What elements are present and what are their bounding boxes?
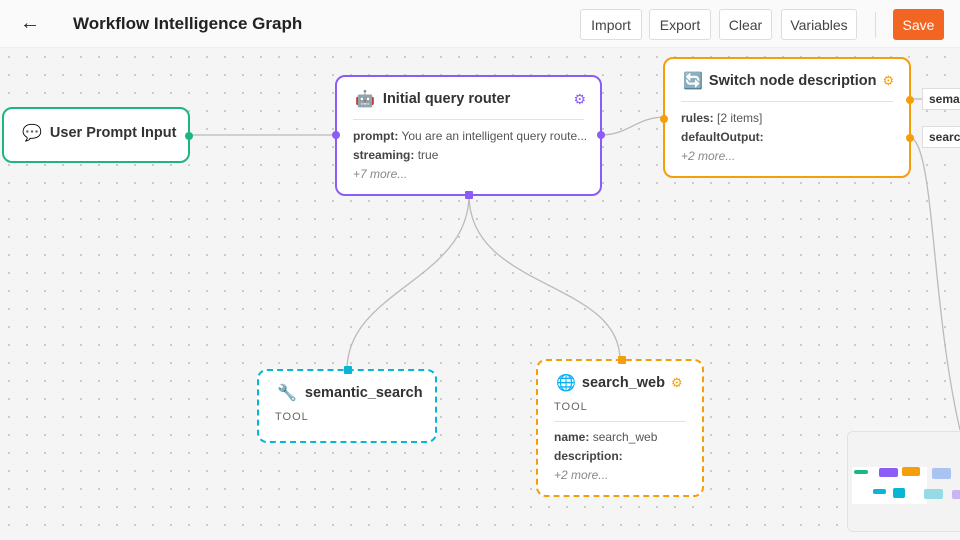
param-rules: rules: [2 items] (681, 111, 763, 125)
output-handle[interactable] (597, 131, 605, 139)
minimap-node (952, 490, 960, 499)
page-title: Workflow Intelligence Graph (73, 14, 303, 33)
param-description: description: (554, 449, 623, 463)
node-title: search_web (581, 375, 665, 391)
param-prompt: prompt: You are an intelligent query rou… (353, 129, 588, 143)
speech-bubble-icon: 💬 (22, 125, 42, 142)
gear-icon[interactable]: ⚙ (882, 73, 895, 88)
param-default-output: defaultOutput: (681, 130, 764, 144)
edge-router-switch (599, 116, 667, 136)
more-params[interactable]: +2 more... (554, 468, 609, 482)
minimap-node (924, 489, 943, 499)
gear-icon[interactable]: ⚙ (670, 375, 683, 390)
node-search-web[interactable]: 🌐 search_web ⚙ TOOL name: search_web des… (536, 356, 704, 497)
minimap-node (879, 468, 898, 477)
node-initial-query-router[interactable]: 🤖 Initial query router ⚙ prompt: You are… (332, 75, 605, 199)
output-handle[interactable] (185, 132, 193, 140)
robot-icon: 🤖 (355, 91, 375, 108)
input-handle[interactable] (344, 366, 352, 374)
minimap-node (893, 488, 905, 498)
node-type-tag: TOOL (275, 411, 309, 423)
import-button[interactable]: Import (580, 9, 642, 40)
variables-button[interactable]: Variables (781, 9, 857, 40)
toolbar: ← Workflow Intelligence Graph Import Exp… (0, 0, 960, 48)
edge-router-web (468, 194, 621, 361)
export-button[interactable]: Export (649, 9, 711, 40)
node-title: Initial query router (382, 91, 511, 107)
globe-icon: 🌐 (556, 375, 576, 392)
node-title: semantic_search (304, 385, 423, 401)
minimap[interactable] (847, 431, 960, 532)
output-label-2: search (922, 126, 960, 148)
more-params[interactable]: +2 more... (681, 149, 736, 163)
minimap-node (932, 468, 951, 479)
param-streaming: streaming: true (353, 148, 439, 162)
output-handle-2[interactable] (906, 134, 914, 142)
divider (875, 12, 876, 38)
wrench-icon: 🔧 (277, 385, 297, 402)
edge-router-semantic (346, 194, 470, 371)
minimap-node (902, 467, 920, 476)
node-title: Switch node description (708, 73, 877, 89)
param-name: name: search_web (554, 430, 658, 444)
gear-icon[interactable]: ⚙ (573, 90, 586, 107)
edge-switch-out2 (908, 136, 960, 431)
input-handle[interactable] (332, 131, 340, 139)
minimap-node (854, 470, 868, 474)
arrow-left-icon[interactable]: ← (20, 12, 40, 34)
save-button[interactable]: Save (893, 9, 944, 40)
node-type-tag: TOOL (554, 401, 588, 413)
output-handle-1[interactable] (906, 96, 914, 104)
minimap-node (873, 489, 886, 494)
input-handle[interactable] (660, 115, 668, 123)
node-user-prompt-input[interactable]: 💬 User Prompt Input (2, 107, 193, 163)
node-semantic-search[interactable]: 🔧 semantic_search TOOL (257, 366, 437, 443)
node-title: User Prompt Input (49, 125, 177, 141)
input-handle[interactable] (618, 356, 626, 364)
more-params[interactable]: +7 more... (353, 167, 408, 181)
node-switch[interactable]: 🔄 Switch node description ⚙ rules: [2 it… (660, 57, 914, 178)
clear-button[interactable]: Clear (719, 9, 772, 40)
switch-icon: 🔄 (683, 73, 703, 90)
output-label-1: seman (922, 88, 960, 110)
tool-handle[interactable] (465, 191, 473, 199)
